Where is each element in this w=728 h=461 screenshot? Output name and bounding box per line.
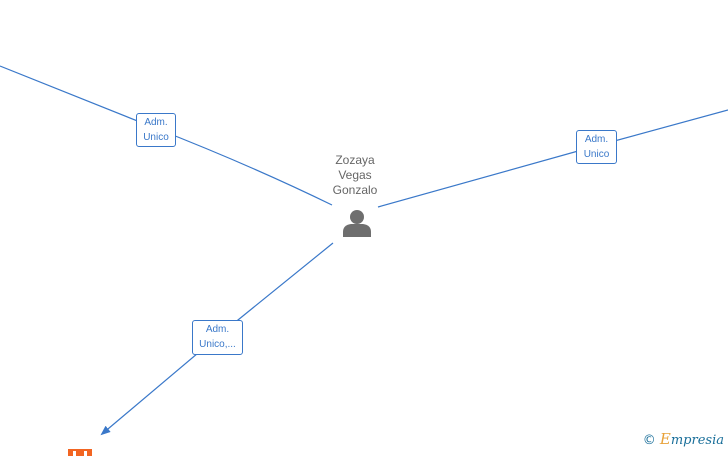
role-box-bottom[interactable]: Adm. Unico,... <box>192 320 243 355</box>
copyright-symbol: © <box>642 433 656 448</box>
role-label-line: Unico <box>583 149 610 160</box>
brand-initial: E <box>659 430 671 448</box>
edge-right <box>377 109 728 208</box>
person-name-line: Vegas <box>338 168 372 182</box>
person-icon[interactable] <box>342 208 372 243</box>
role-label-line: Adm. <box>205 324 230 335</box>
person-name[interactable]: Zozaya Vegas Gonzalo <box>315 153 395 198</box>
role-label-line: Unico <box>143 132 169 143</box>
role-label-line: Unico,... <box>199 339 236 350</box>
person-name-line: Gonzalo <box>332 183 378 197</box>
person-name-line: Zozaya <box>335 153 375 167</box>
role-box-left[interactable]: Adm. Unico <box>136 113 176 147</box>
brand-name: mpresia <box>670 433 724 448</box>
role-label-line: Adm. <box>584 134 609 145</box>
company-icon[interactable] <box>68 443 92 461</box>
role-label-line: Adm. <box>144 117 168 128</box>
role-box-right[interactable]: Adm. Unico <box>576 130 617 164</box>
brand-logo: © Empresia <box>643 430 724 448</box>
